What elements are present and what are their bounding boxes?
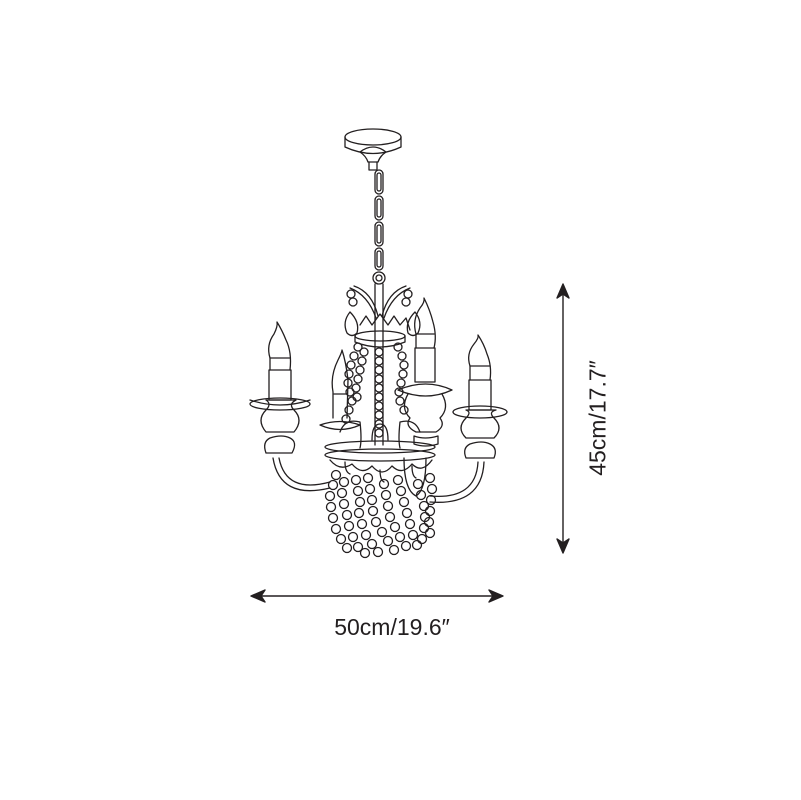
- width-dimension-arrow: [250, 589, 504, 603]
- bead-ring: [324, 420, 436, 497]
- candle-center-right: [397, 297, 453, 447]
- bead-strands: [324, 342, 438, 559]
- height-dimension-arrow: [556, 283, 570, 554]
- candle-arm-left: [249, 321, 331, 492]
- width-dimension-label: 50cm/19.6″: [334, 614, 450, 640]
- height-dimension-label: 45cm/17.7″: [584, 360, 611, 476]
- candle-arm-right: [429, 334, 508, 503]
- crown-finial: [344, 285, 421, 348]
- chain: [372, 169, 386, 285]
- ceiling-canopy: [344, 128, 402, 171]
